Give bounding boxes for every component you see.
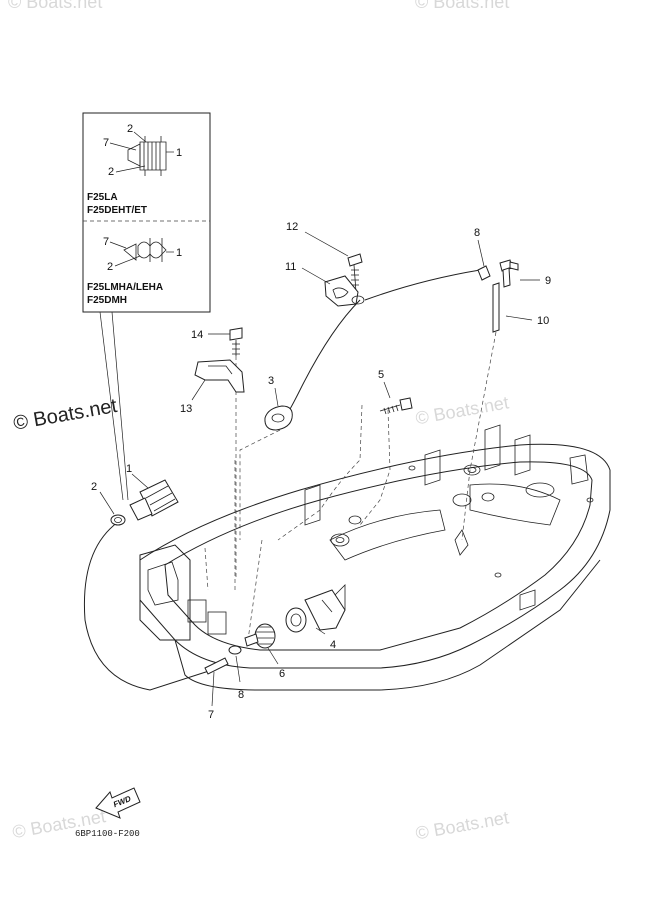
watermark-main: © Boats.net <box>12 395 119 435</box>
part-3-grommet <box>264 405 293 431</box>
callout-7: 7 <box>208 709 214 721</box>
part-14-screw <box>229 327 243 356</box>
hoses <box>83 269 500 691</box>
inset-frame <box>82 112 211 313</box>
inset-variant-bottom: F25LMHA/LEHA <box>87 282 163 293</box>
callout-2: 2 <box>91 481 97 493</box>
callout-9: 9 <box>545 275 551 287</box>
watermark-faint: © Boats.net <box>8 0 102 12</box>
inset-leader <box>111 311 129 501</box>
part-1-grommet <box>129 479 179 521</box>
part-2-clip <box>110 514 126 526</box>
hose-upper <box>281 299 361 421</box>
part-11-clamp <box>324 275 365 307</box>
hose-7 <box>204 657 229 675</box>
inset-leader <box>99 311 124 501</box>
callout-1: 1 <box>126 463 132 475</box>
callout-13: 13 <box>180 403 192 415</box>
hose-top <box>364 269 481 301</box>
inset-variant-top: F25LA <box>87 192 118 203</box>
inset-callout: 1 <box>176 247 182 259</box>
part-code: 6BP1100-F200 <box>75 829 140 839</box>
inset-callout: 2 <box>127 123 133 135</box>
callout-5: 5 <box>378 369 384 381</box>
inset-callout: 1 <box>176 147 182 159</box>
inset-callout: 7 <box>103 137 109 149</box>
watermark-faint: © Boats.net <box>414 807 510 843</box>
callout-12: 12 <box>286 221 298 233</box>
assembly-lines <box>204 331 497 641</box>
callout-leaders <box>99 231 540 707</box>
callout-8-top: 8 <box>474 227 480 239</box>
bottom-cowling <box>139 424 611 691</box>
watermark-faint: © Boats.net <box>414 392 510 428</box>
callout-4: 4 <box>330 639 336 651</box>
callout-14: 14 <box>191 329 203 341</box>
part-8-clip-lower <box>228 645 242 655</box>
part-4-grommet <box>285 589 346 633</box>
inset-callout: 7 <box>103 236 109 248</box>
watermark-faint: © Boats.net <box>415 0 509 12</box>
inset-variant-bottom: F25DMH <box>87 295 127 306</box>
inset-variant-top: F25DEHT/ET <box>87 205 147 216</box>
inset-callout: 2 <box>108 166 114 178</box>
fwd-arrow: FWD <box>95 787 141 819</box>
callout-8-lower: 8 <box>238 689 244 701</box>
callout-3: 3 <box>268 375 274 387</box>
inset-panel: 2 7 1 2 F25LA F25DEHT/ET 7 1 2 F25LMHA/L… <box>82 112 211 313</box>
hose-left-loop <box>83 521 213 691</box>
inset-top-boot <box>127 136 167 176</box>
part-5-screw <box>379 397 413 415</box>
callout-10: 10 <box>537 315 549 327</box>
inset-callout: 2 <box>107 261 113 273</box>
inset-bottom-boot <box>123 238 167 262</box>
part-9-fitting <box>499 259 519 288</box>
part-8-clip-top <box>477 265 491 281</box>
hose-10 <box>492 282 500 333</box>
part-6-fitting <box>244 623 276 649</box>
part-13-bracket <box>194 359 245 393</box>
callouts: 12 8 11 9 10 14 3 5 13 1 2 4 6 8 7 <box>91 221 551 721</box>
callout-6: 6 <box>279 668 285 680</box>
callout-11: 11 <box>285 261 296 273</box>
part-12-bolt <box>347 253 363 293</box>
